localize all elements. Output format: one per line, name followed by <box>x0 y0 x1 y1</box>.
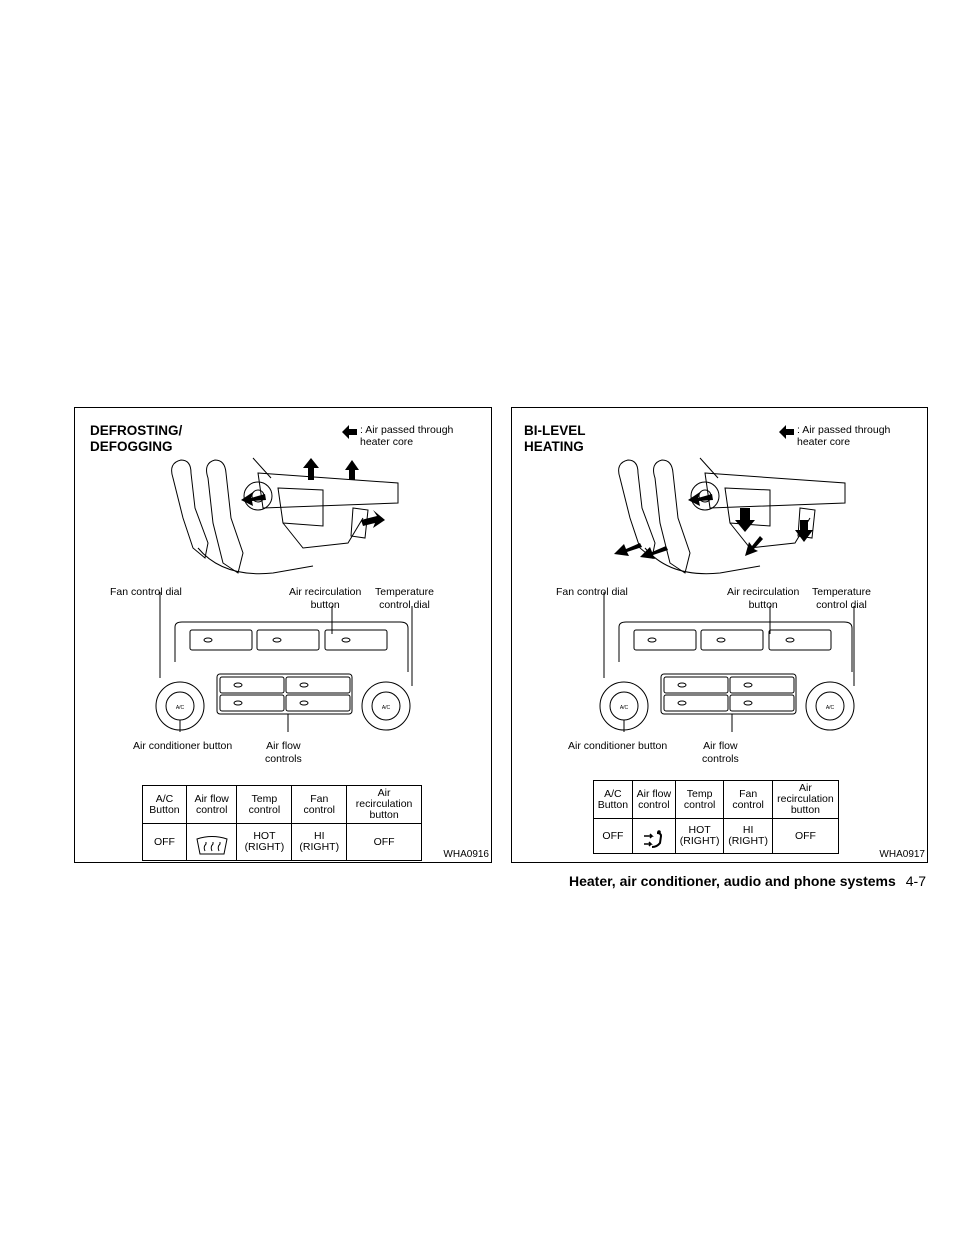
label-air-flow-controls: Air flow controls <box>702 740 739 765</box>
label-air-flow-controls: Air flow controls <box>265 740 302 765</box>
value-air-recirculation: OFF <box>346 823 422 861</box>
cabin-illustration <box>171 457 399 575</box>
figure-title: BI-LEVEL HEATING <box>524 423 586 454</box>
label-air-recirculation-button: Air recirculation button <box>289 586 362 611</box>
section-title: Heater, air conditioner, audio and phone… <box>569 873 896 889</box>
value-air-flow-control <box>185 823 238 861</box>
label-air-recirculation-button: Air recirculation button <box>727 586 800 611</box>
legend: : Air passed through heater core <box>342 424 454 448</box>
value-temp-control: HOT (RIGHT) <box>236 823 293 861</box>
header-fan-control: Fan control <box>291 785 348 824</box>
header-air-flow-control: Air flow control <box>631 780 676 819</box>
bi-level-icon <box>643 830 662 848</box>
cabin-illustration <box>614 457 846 575</box>
right-knob-label: A/C <box>382 705 391 711</box>
ac-knob-label: A/C <box>176 705 185 711</box>
header-air-recirculation: Air recirculation button <box>346 785 422 824</box>
header-ac-button: A/C Button <box>593 780 633 819</box>
header-temp-control: Temp control <box>236 785 293 824</box>
value-air-flow-control <box>631 818 676 854</box>
label-air-conditioner-button: Air conditioner button <box>568 740 668 752</box>
heater-arrow-icon <box>779 425 794 439</box>
label-fan-control-dial: Fan control dial <box>110 586 182 598</box>
value-fan-control: HI (RIGHT) <box>291 823 348 861</box>
header-air-recirculation: Air recirculation button <box>771 780 840 819</box>
label-fan-control-dial: Fan control dial <box>556 586 628 598</box>
legend-text: : Air passed through heater core <box>797 424 891 448</box>
heater-arrow-icon <box>342 425 357 439</box>
label-temperature-control-dial: Temperature control dial <box>812 586 871 611</box>
control-panel-illustration: A/C A/C <box>155 592 413 732</box>
figure-defrosting: DEFROSTING/ DEFOGGING : Air passed throu… <box>74 407 492 863</box>
figure-code: WHA0917 <box>879 849 925 860</box>
value-air-recirculation: OFF <box>771 818 840 854</box>
page-footer: Heater, air conditioner, audio and phone… <box>569 873 926 889</box>
right-knob-label: A/C <box>826 705 835 711</box>
legend-text: : Air passed through heater core <box>360 424 454 448</box>
value-fan-control: HI (RIGHT) <box>723 818 773 854</box>
value-ac-button: OFF <box>142 823 187 861</box>
label-air-conditioner-button: Air conditioner button <box>133 740 233 752</box>
header-air-flow-control: Air flow control <box>185 785 238 824</box>
legend: : Air passed through heater core <box>779 424 891 448</box>
header-fan-control: Fan control <box>723 780 773 819</box>
header-ac-button: A/C Button <box>142 785 187 824</box>
header-temp-control: Temp control <box>674 780 725 819</box>
value-temp-control: HOT (RIGHT) <box>674 818 725 854</box>
page-number: 4-7 <box>905 873 926 889</box>
settings-table: A/C Button Air flow control Temp control… <box>142 785 422 861</box>
value-ac-button: OFF <box>593 818 633 854</box>
settings-table: A/C Button Air flow control Temp control… <box>593 780 840 854</box>
label-temperature-control-dial: Temperature control dial <box>375 586 434 611</box>
control-panel-illustration: A/C A/C <box>599 592 855 732</box>
ac-knob-label: A/C <box>620 705 629 711</box>
figure-code: WHA0916 <box>443 849 489 860</box>
defrost-icon <box>196 836 228 855</box>
figure-bi-level-heating: BI-LEVEL HEATING : Air passed through he… <box>511 407 928 863</box>
figure-title: DEFROSTING/ DEFOGGING <box>90 423 183 454</box>
